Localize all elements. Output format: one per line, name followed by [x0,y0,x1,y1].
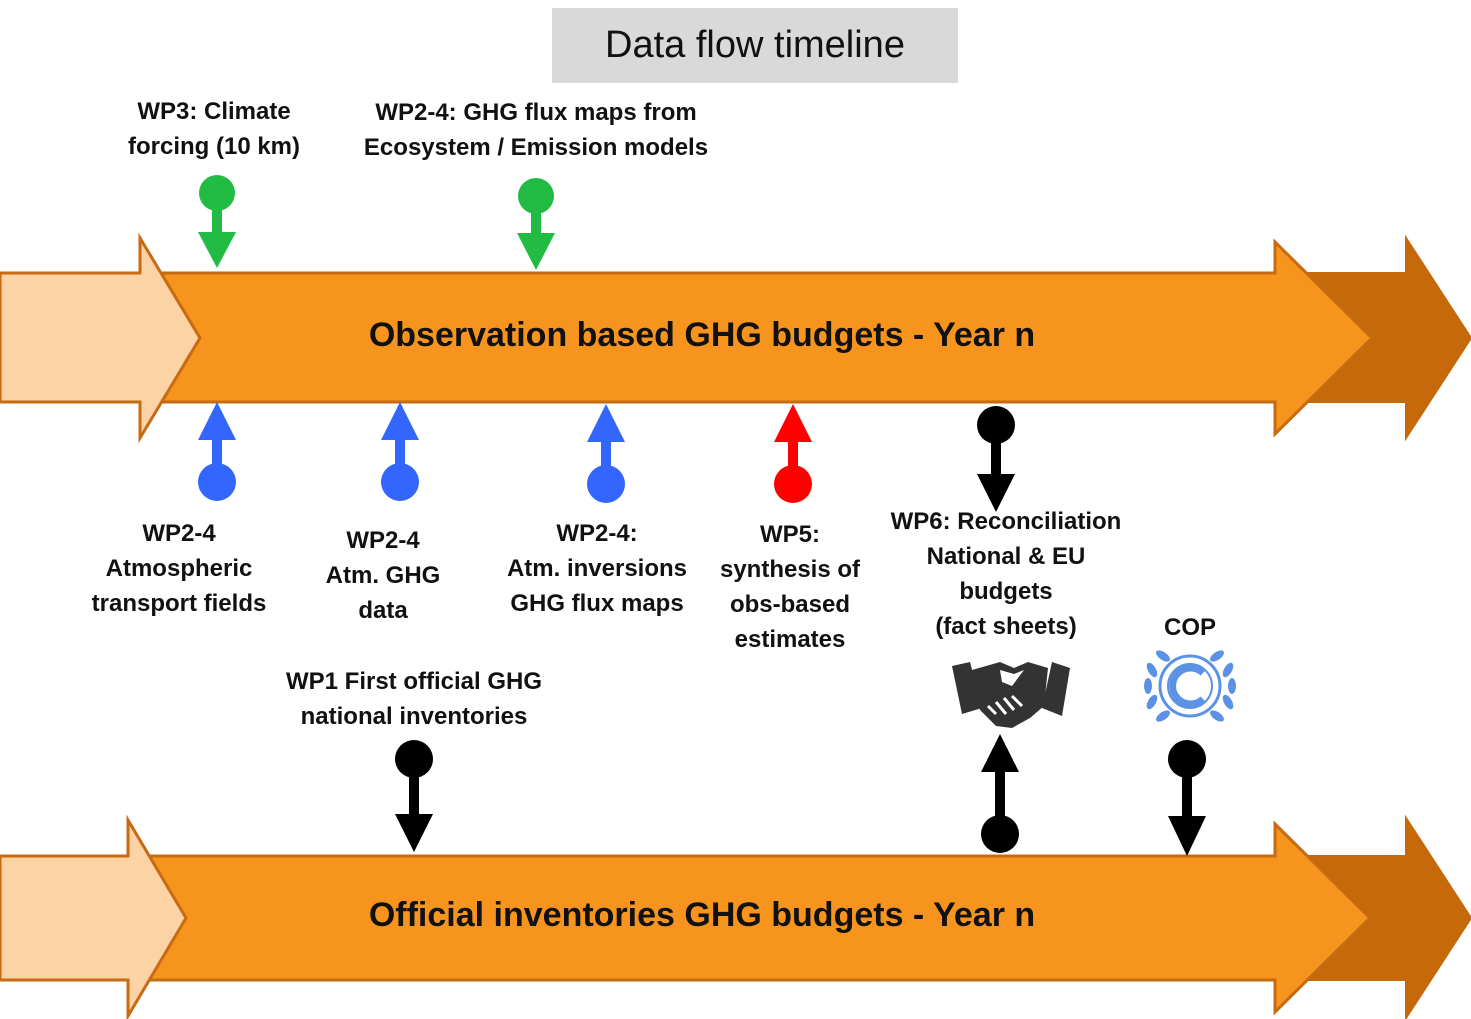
diagram-title-text: Data flow timeline [605,24,905,66]
official-band-body [148,820,1373,1016]
wp1-label: WP1 First official GHG national inventor… [285,668,543,730]
wp2-flux-label: WP2-4: GHG flux maps from Ecosystem / Em… [363,99,709,161]
official-band-tail [0,814,188,1019]
handshake-icon [952,662,1070,728]
official-band-title: Official inventories GHG budgets - Year … [368,896,1036,934]
wp6-output-arrow [977,406,1015,512]
observation-band [0,232,1471,444]
cop-label: COP [1163,614,1216,641]
inversions-input-arrow [587,404,625,503]
cop-input-arrow [1168,740,1206,856]
atm-data-label: WP2-4 Atm. GHG data [325,527,441,624]
transport-label: WP2-4 Atmospheric transport fields [91,520,267,617]
reconciliation-output-arrow [981,734,1019,853]
observation-band-body [148,238,1375,438]
diagram-title: Data flow timeline [552,8,958,83]
inversions-label: WP2-4: Atm. inversions GHG flux maps [506,520,688,617]
transport-input-arrow [198,402,236,501]
wp2-flux-input-arrow [517,178,555,270]
un-emblem-icon [1144,650,1236,722]
wp3-label: WP3: Climate forcing (10 km) [127,98,301,160]
wp5-input-arrow [774,404,812,503]
wp3-input-arrow [198,175,236,268]
official-band [0,814,1471,1019]
wp5-label: WP5: synthesis of obs-based estimates [719,521,861,653]
wp1-input-arrow [395,740,433,852]
observation-band-dark-head [1299,234,1471,442]
official-band-dark-head [1299,814,1471,1019]
wp6-label: WP6: Reconciliation National & EU budget… [890,508,1122,640]
atm-data-input-arrow [381,402,419,501]
observation-band-tail [0,232,202,444]
observation-band-title: Observation based GHG budgets - Year n [368,316,1036,354]
